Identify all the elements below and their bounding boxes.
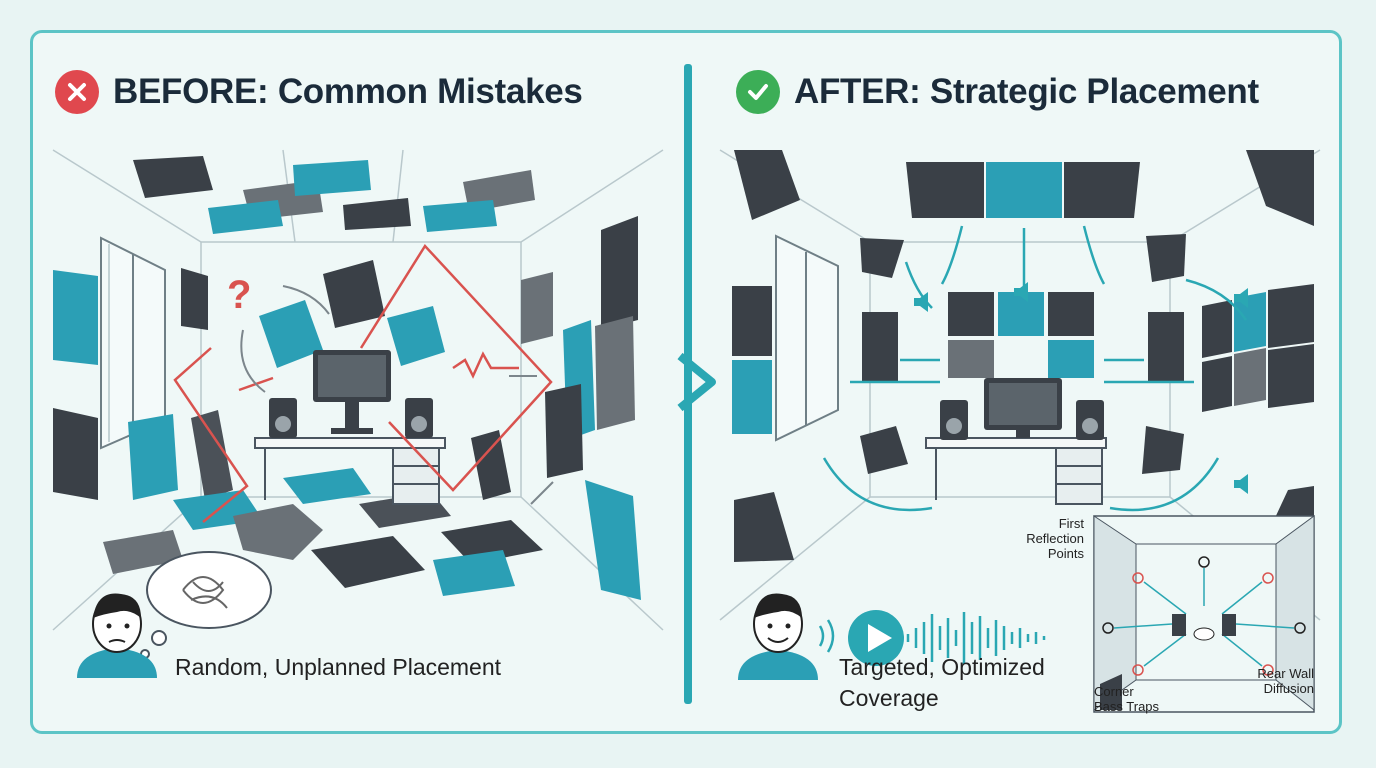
before-heading: BEFORE: Common Mistakes xyxy=(55,70,583,114)
target-marker-icon xyxy=(1102,556,1306,634)
monitor-icon xyxy=(313,350,391,434)
confusion-thought-bubble-icon xyxy=(140,551,272,659)
floor-plan-diagram xyxy=(1093,515,1315,713)
floor-panels xyxy=(103,468,543,596)
window-icon xyxy=(100,236,166,450)
frustrated-person-icon xyxy=(77,593,157,678)
controlled-sound-arrows xyxy=(822,225,1248,512)
x-mark-icon xyxy=(55,70,99,114)
rear-wall-diffusion-label: Rear Wall Diffusion xyxy=(1257,666,1314,696)
chevron-right-icon xyxy=(677,352,716,412)
side-wall-panels xyxy=(732,286,1184,434)
reflection-point-marker-icon xyxy=(1132,572,1274,676)
ceiling-cloud-panels xyxy=(906,162,1140,218)
first-reflection-label: First Reflection Points xyxy=(1026,516,1084,561)
desk-icon xyxy=(254,437,446,505)
right-wall-panels xyxy=(521,216,641,600)
panel-divider xyxy=(684,64,692,704)
before-panel: ? BEFORE: Common Mistakes Random, Unplan… xyxy=(33,30,683,734)
question-mark-icon: ? xyxy=(227,273,251,317)
bass-trap-icon xyxy=(1100,674,1122,710)
ceiling-panels-scattered xyxy=(133,156,535,234)
after-caption-line2: Coverage xyxy=(839,685,939,711)
speaker-icon xyxy=(269,398,433,438)
before-title: BEFORE: Common Mistakes xyxy=(113,72,583,111)
after-heading: AFTER: Strategic Placement xyxy=(736,70,1259,114)
after-room-scene xyxy=(719,149,1321,621)
desk-icon xyxy=(925,437,1107,505)
after-caption: Targeted, Optimized Coverage xyxy=(839,652,1045,714)
happy-listener-icon xyxy=(738,593,904,680)
left-wall-panels xyxy=(53,268,208,500)
speaker-icon xyxy=(940,400,1104,440)
monitor-icon xyxy=(984,378,1062,438)
window-icon xyxy=(775,234,839,442)
check-mark-icon xyxy=(736,70,780,114)
before-caption: Random, Unplanned Placement xyxy=(175,654,502,680)
sound-speaker-icon xyxy=(914,282,1248,494)
front-wall-panels xyxy=(948,292,1094,378)
corner-bass-traps-label: Corner Bass Traps xyxy=(1094,684,1160,714)
grey-arrows xyxy=(240,285,554,505)
rear-wall-diffusers xyxy=(1202,284,1314,412)
soundwave-icon xyxy=(906,612,1046,664)
after-caption-line1: Targeted, Optimized xyxy=(839,654,1045,680)
after-title: AFTER: Strategic Placement xyxy=(794,72,1259,111)
after-panel: AFTER: Strategic Placement Targeted, Opt… xyxy=(700,30,1340,734)
before-room-scene: ? xyxy=(52,149,664,659)
floating-panels xyxy=(191,260,511,500)
